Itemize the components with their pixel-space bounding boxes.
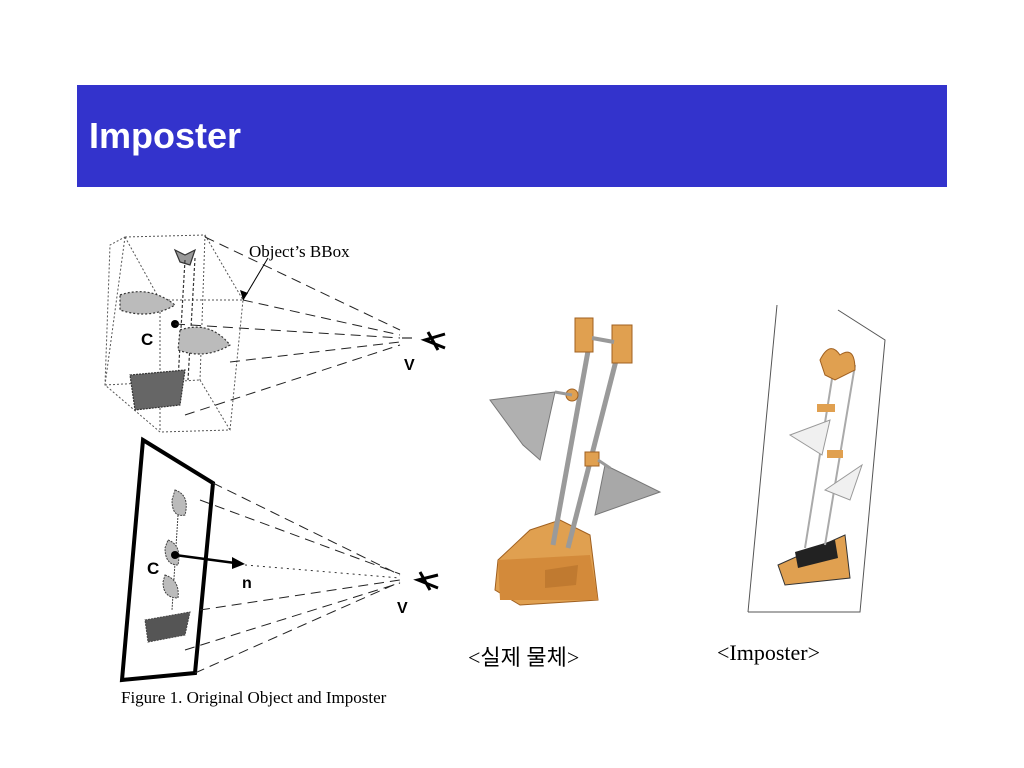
view-lines-top	[174, 236, 401, 416]
real-object-caption: <실제 물체>	[468, 645, 580, 670]
view-label-top: V	[404, 357, 415, 374]
view-lines-bottom	[184, 482, 401, 674]
title-bar: Imposter	[77, 85, 947, 187]
normal-vector-arrow	[174, 553, 236, 565]
view-eye-icon-top	[420, 331, 446, 351]
normal-label: n	[242, 575, 252, 592]
slide-title: Imposter	[89, 115, 242, 156]
view-label-bottom: V	[397, 600, 408, 617]
bbox-label: Object’s BBox	[249, 242, 350, 261]
figure-caption: Figure 1. Original Object and Imposter	[121, 688, 387, 707]
view-eye-icon-bottom	[413, 571, 439, 591]
center-label-top: C	[141, 330, 153, 349]
imposter-caption: <Imposter>	[717, 640, 821, 665]
center-label-bottom: C	[147, 559, 159, 578]
original-object-sketch	[119, 248, 231, 411]
bbox-wireframe	[104, 234, 244, 433]
